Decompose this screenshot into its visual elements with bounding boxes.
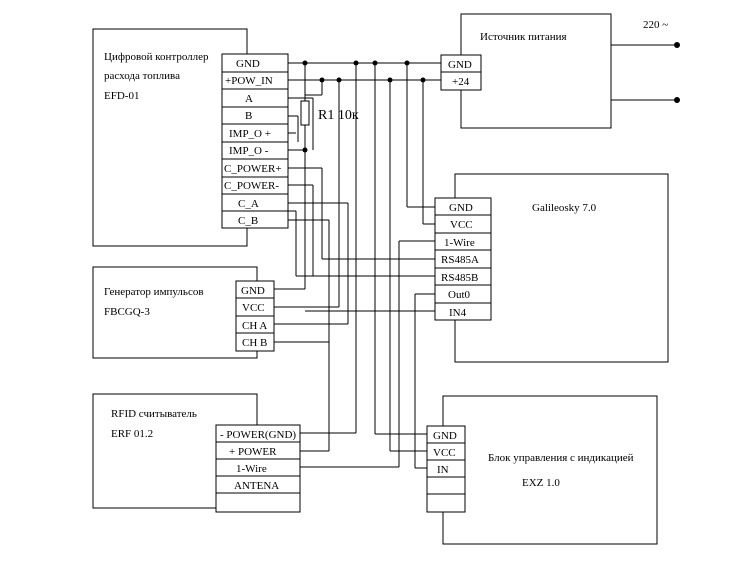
galileo-block: Galileosky 7.0 GND VCC 1-Wire RS485A RS4… [434,173,669,363]
rfid-pin-column [215,424,301,513]
efd-title-line-2: расхода топлива [104,70,180,82]
generator-title-line-1: Генератор импульсов [104,286,204,298]
galileo-pin-gnd: GND [449,202,473,214]
exz-title-line-2: EXZ 1.0 [522,477,560,489]
efd-block: Цифровой контроллер расхода топлива EFD-… [92,28,289,247]
generator-pin-vcc: VCC [242,302,265,314]
junction [319,77,325,83]
galileo-pin-rs485b: RS485B [441,272,478,284]
efd-pin-a: A [245,93,253,105]
galileo-pin-out0: Out0 [448,289,471,301]
junction [404,60,410,66]
generator-body [92,266,258,359]
junction [372,60,378,66]
psu-body [460,13,612,129]
rfid-title-line-2: ERF 01.2 [111,428,153,440]
rfid-title-line-1: RFID считыватель [111,408,197,420]
galileo-pin-in4: IN4 [449,307,467,319]
resistor-r1: R1 10к [300,100,359,126]
junction [336,77,342,83]
galileo-pin-rs485a: RS485A [441,254,479,266]
resistor-body [300,100,310,126]
exz-pin-gnd: GND [433,430,457,442]
efd-pin-imp-o-plus: IMP_O + [229,128,271,140]
exz-pin-column [426,425,466,513]
efd-pin-gnd: GND [236,58,260,70]
psu-pin-gnd: GND [448,59,472,71]
efd-pin-imp-o-minus: IMP_O - [229,145,269,157]
generator-pin-gnd: GND [241,285,265,297]
psu-block: Источник питания GND +24 220 ~ [440,13,680,129]
generator-pin-ch-b: CH B [242,337,267,349]
mains-terminal-1 [674,42,680,48]
efd-pin-pow-in: +POW_IN [225,75,273,87]
efd-pin-b: B [245,110,252,122]
efd-body [92,28,248,247]
efd-pin-c-power-minus: C_POWER- [224,180,279,192]
rfid-block: RFID считыватель ERF 01.2 - POWER(GND) +… [92,393,301,513]
exz-body [442,395,658,545]
junction [302,147,308,153]
efd-pin-c-a: C_A [238,198,259,210]
efd-title-line-3: EFD-01 [104,90,139,102]
efd-pin-column [221,53,289,229]
galileo-pin-vcc: VCC [450,219,473,231]
generator-pin-ch-a: CH A [242,320,267,332]
wiring [274,62,441,469]
exz-pin-in: IN [437,464,449,476]
psu-title: Источник питания [480,31,567,43]
junction [353,60,359,66]
generator-title-line-2: FBCGQ-3 [104,306,150,318]
exz-pin-vcc: VCC [433,447,456,459]
junction [302,60,308,66]
mains-terminal-2 [674,97,680,103]
galileo-pin-1wire: 1-Wire [444,237,475,249]
exz-title-line-1: Блок управления с индикацией [488,452,634,464]
psu-pin-24v: +24 [452,76,470,88]
rfid-pin-power-gnd: - POWER(GND) [220,429,296,441]
rfid-pin-antena: ANTENA [234,480,279,492]
junctions [302,60,426,153]
resistor-label: R1 10к [318,108,359,123]
exz-block: Блок управления с индикацией EXZ 1.0 GND… [426,395,658,545]
rfid-pin-1wire: 1-Wire [236,463,267,475]
junction [387,77,393,83]
efd-pin-c-power-plus: C_POWER+ [224,163,282,175]
efd-pin-c-b: C_B [238,215,258,227]
efd-title-line-1: Цифровой контроллер [104,51,209,63]
mains-label: 220 ~ [643,19,668,31]
generator-block: Генератор импульсов FBCGQ-3 GND VCC CH A… [92,266,275,359]
rfid-pin-power-plus: + POWER [229,446,277,458]
galileo-pin-column [434,197,492,321]
galileo-title: Galileosky 7.0 [532,202,597,214]
junction [420,77,426,83]
